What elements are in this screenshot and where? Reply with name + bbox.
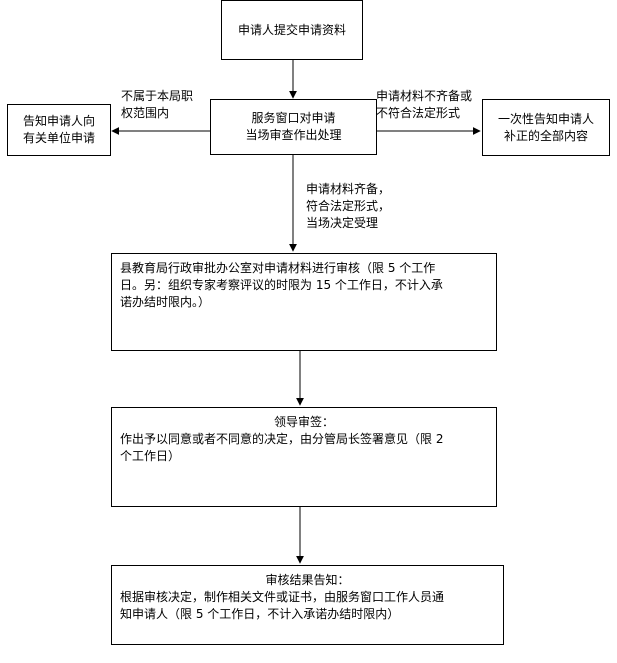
node-result-notice: 审核结果告知： 根据审核决定，制作相关文件或证书，由服务窗口工作人员通 知申请人…	[111, 565, 504, 645]
node-leader-sign: 领导审签： 作出予以同意或者不同意的决定，由分管局长签署意见（限 2 个工作日）	[111, 407, 497, 507]
node-window-line2: 当场审查作出处理	[245, 128, 342, 142]
node-submit-text: 申请人提交申请资料	[237, 22, 346, 37]
node-leader-line2: 个工作日）	[120, 449, 181, 463]
node-notify-other-line2: 有关单位申请	[22, 131, 95, 145]
node-notify-other-line1: 告知申请人向	[22, 114, 95, 128]
node-notify-correct-line1: 一次性告知申请人	[497, 111, 594, 126]
node-notify-correction: 一次性告知申请人 补正的全部内容	[482, 99, 610, 156]
edge-label-incomplete-line2: 不符合法定形式	[376, 106, 461, 120]
node-notify-other-unit: 告知申请人向 有关单位申请	[7, 104, 111, 156]
node-leader-title: 领导审签：	[273, 415, 334, 429]
node-review-line1: 县教育局行政审批办公室对申请材料进行审核（限 5 个工作	[120, 261, 436, 275]
node-window-line1: 服务窗口对申请	[251, 111, 336, 125]
edge-label-not-in-scope-line2: 权范围内	[121, 106, 170, 120]
edge-label-not-in-scope: 不属于本局职 权范围内	[121, 88, 193, 122]
edge-label-accepted-line2: 符合法定形式，	[306, 199, 391, 213]
node-result-line2: 知申请人（限 5 个工作日，不计入承诺办结时限内）	[120, 607, 400, 621]
node-window-review: 服务窗口对申请 当场审查作出处理	[210, 99, 377, 155]
edge-label-incomplete: 申请材料不齐备或 不符合法定形式	[376, 88, 472, 122]
node-notify-correct-line2: 补正的全部内容	[503, 128, 588, 143]
node-submit: 申请人提交申请资料	[221, 0, 363, 60]
edge-label-accepted: 申请材料齐备， 符合法定形式， 当场决定受理	[306, 181, 390, 232]
edge-label-incomplete-line1: 申请材料不齐备或	[376, 89, 473, 103]
node-result-line1: 根据审核决定，制作相关文件或证书，由服务窗口工作人员通	[120, 590, 445, 604]
node-result-title: 审核结果告知：	[265, 573, 350, 587]
node-leader-line1: 作出予以同意或者不同意的决定，由分管局长签署意见（限 2	[120, 432, 444, 446]
edge-label-accepted-line1: 申请材料齐备，	[306, 182, 391, 196]
node-review-line2: 日。另：组织专家考察评议的时限为 15 个工作日，不计入承	[120, 278, 443, 292]
edge-label-accepted-line3: 当场决定受理	[306, 216, 379, 230]
node-office-review: 县教育局行政审批办公室对申请材料进行审核（限 5 个工作 日。另：组织专家考察评…	[111, 253, 497, 351]
edge-label-not-in-scope-line1: 不属于本局职	[121, 89, 194, 103]
node-review-line3: 诺办结时限内。）	[120, 295, 211, 309]
